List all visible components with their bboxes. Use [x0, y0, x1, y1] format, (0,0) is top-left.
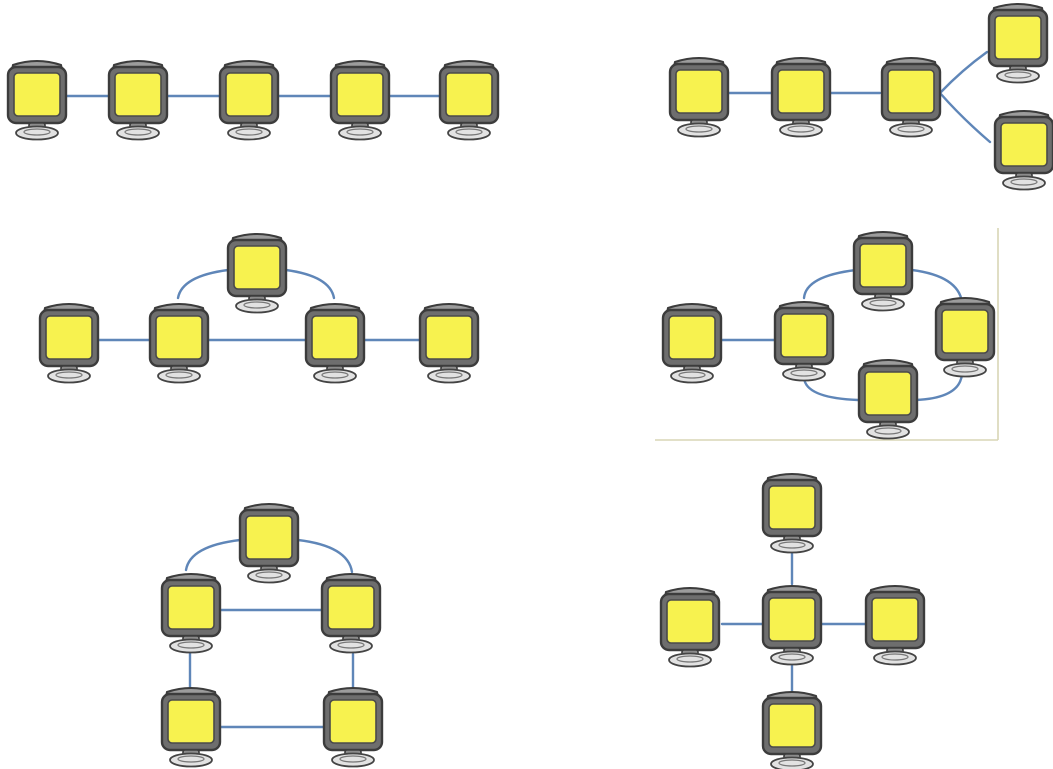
computer-monitor-icon — [329, 59, 391, 141]
diagram-star-cross — [659, 472, 926, 769]
computer-monitor-icon — [993, 109, 1053, 191]
computer-monitor-icon — [864, 584, 926, 666]
link — [284, 268, 336, 300]
computer-monitor-icon — [160, 686, 222, 768]
link — [802, 376, 860, 402]
computer-monitor-icon — [226, 232, 288, 314]
computer-monitor-icon — [148, 302, 210, 384]
computer-monitor-icon — [238, 502, 300, 584]
computer-monitor-icon — [934, 296, 996, 378]
computer-monitor-icon — [320, 572, 382, 654]
computer-monitor-icon — [761, 472, 823, 554]
computer-monitor-icon — [852, 230, 914, 312]
link — [938, 91, 992, 144]
link — [184, 538, 242, 572]
computer-monitor-icon — [107, 59, 169, 141]
computer-monitor-icon — [418, 302, 480, 384]
computer-monitor-icon — [322, 686, 384, 768]
computer-monitor-icon — [659, 586, 721, 668]
computer-monitor-icon — [304, 302, 366, 384]
link — [910, 268, 964, 304]
computer-monitor-icon — [761, 584, 823, 666]
diagram-loop-with-tail — [655, 228, 999, 441]
diagram-linear-with-branch — [668, 2, 1053, 191]
computer-monitor-icon — [987, 2, 1049, 84]
computer-monitor-icon — [880, 56, 942, 138]
computer-monitor-icon — [438, 59, 500, 141]
diagram-linear-five — [6, 59, 500, 141]
computer-monitor-icon — [761, 690, 823, 769]
computer-monitor-icon — [773, 300, 835, 382]
link — [802, 268, 858, 300]
computer-monitor-icon — [6, 59, 68, 141]
computer-monitor-icon — [770, 56, 832, 138]
computer-monitor-icon — [661, 302, 723, 384]
diagram-double-path — [38, 232, 480, 384]
link — [938, 50, 989, 95]
computer-monitor-icon — [668, 56, 730, 138]
diagram-house-mesh — [160, 502, 384, 768]
computer-monitor-icon — [218, 59, 280, 141]
computer-monitor-icon — [38, 302, 100, 384]
link — [296, 538, 354, 574]
link — [914, 372, 964, 402]
computer-monitor-icon — [857, 358, 919, 440]
link — [176, 268, 230, 300]
computer-monitor-icon — [160, 572, 222, 654]
